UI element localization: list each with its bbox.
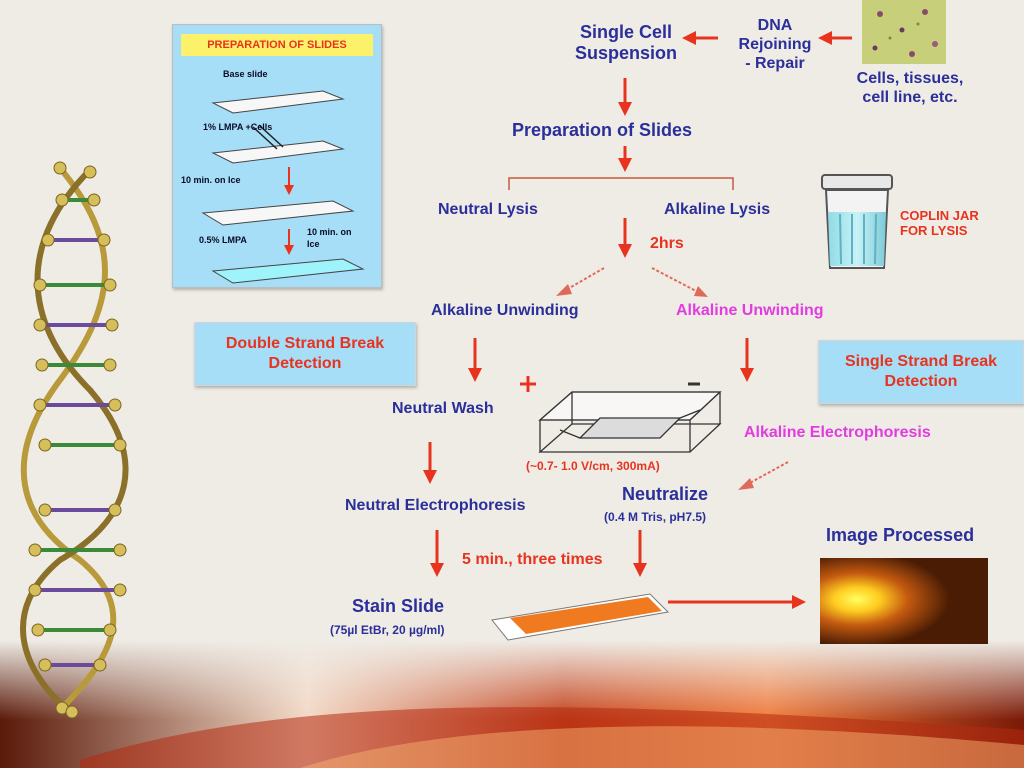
preparation-of-slides-label: Preparation of Slides (512, 120, 693, 140)
two-hours-label: 2hrs (650, 235, 684, 252)
base-slide-label: Base slide (223, 69, 268, 79)
neutralize-label: Neutralize (622, 484, 709, 504)
neutralize-sub-label: (0.4 M Tris, pH7.5) (604, 510, 707, 524)
ice-time-label-2b: Ice (307, 239, 320, 249)
stain-slide-label: Stain Slide (352, 596, 445, 616)
alkaline-electrophoresis-label: Alkaline Electrophoresis (744, 424, 931, 441)
stained-slide-illustration (491, 593, 670, 641)
slide-steps-illustration (201, 90, 365, 284)
neutral-electrophoresis-label: Neutral Electrophoresis (345, 497, 526, 514)
lysis-bracket (508, 177, 734, 190)
lmpa-05-label: 0.5% LMPA (199, 235, 247, 245)
alkaline-lysis-label: Alkaline Lysis (664, 201, 771, 218)
lmpa-cells-label: 1% LMPA +Cells (203, 122, 273, 132)
flow-arrows (423, 31, 852, 609)
voltage-label: (~0.7- 1.0 V/cm, 300mA) (526, 459, 660, 473)
comet-image (820, 558, 988, 644)
neutral-wash-label: Neutral Wash (392, 400, 494, 417)
dna-helix-illustration (20, 161, 129, 719)
preparation-of-slides-panel: PREPARATION OF SLIDES Base slide 1% LMPA… (172, 24, 382, 288)
cells-tissue-image (862, 0, 946, 64)
dotted-arrows (556, 267, 789, 490)
stain-slide-sub-label: (75µl EtBr, 20 µg/ml) (330, 623, 445, 637)
prep-panel-title: PREPARATION OF SLIDES (181, 34, 373, 56)
alkaline-unwinding-right-label: Alkaline Unwinding (676, 302, 824, 319)
neutral-lysis-label: Neutral Lysis (438, 201, 538, 218)
coplin-jar-illustration (821, 174, 893, 269)
five-minutes-label: 5 min., three times (462, 551, 603, 568)
cells-tissues-label: Cells, tissues,cell line, etc. (856, 70, 964, 106)
ice-time-label-1: 10 min. on Ice (181, 175, 241, 185)
electrophoresis-chamber-illustration (538, 391, 722, 453)
image-processed-label: Image Processed (826, 525, 975, 545)
ice-time-label-2a: 10 min. on (307, 227, 352, 237)
alkaline-unwinding-left-label: Alkaline Unwinding (431, 302, 579, 319)
